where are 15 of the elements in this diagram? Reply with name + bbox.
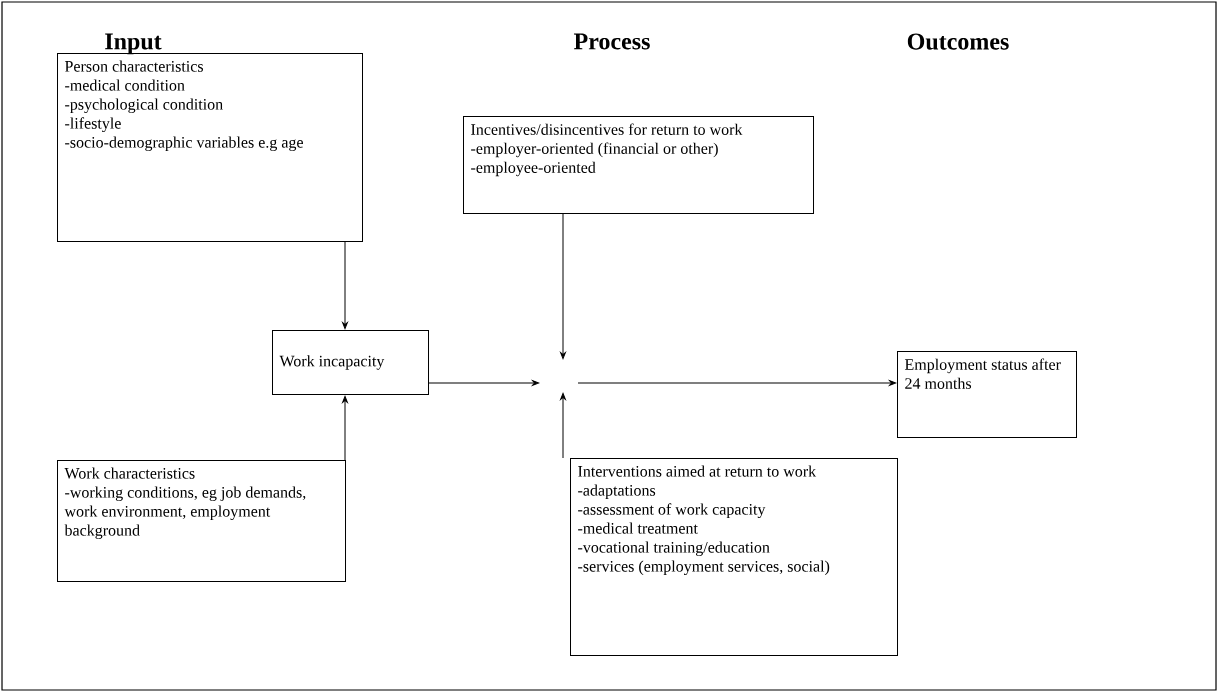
- column-heading: Outcomes: [907, 33, 1009, 50]
- text-box: Work characteristics -working conditions, eg job demands, work environment, employment background: [57, 460, 346, 582]
- text-box: Employment status after 24 months: [897, 351, 1077, 438]
- arrow: [560, 392, 566, 459]
- arrow: [428, 380, 540, 386]
- arrow: [342, 395, 348, 461]
- text-box: Interventions aimed at return to work -adaptations -assessment of work capacity -medical treatment -vocational training/education -services (employment services, social): [570, 458, 898, 656]
- column-heading: Input: [105, 33, 162, 55]
- column-heading: Process: [574, 33, 650, 50]
- arrow: [560, 213, 566, 360]
- text-box: Work incapacity: [272, 330, 429, 395]
- text-box: Incentives/disincentives for return to work -employer-oriented (financial or other) -employee-oriented: [463, 116, 814, 214]
- arrow: [342, 241, 348, 330]
- text-box: Person characteristics -medical condition -psychological condition -lifestyle -socio-demographic variables e.g age: [57, 53, 363, 242]
- arrow: [577, 380, 897, 386]
